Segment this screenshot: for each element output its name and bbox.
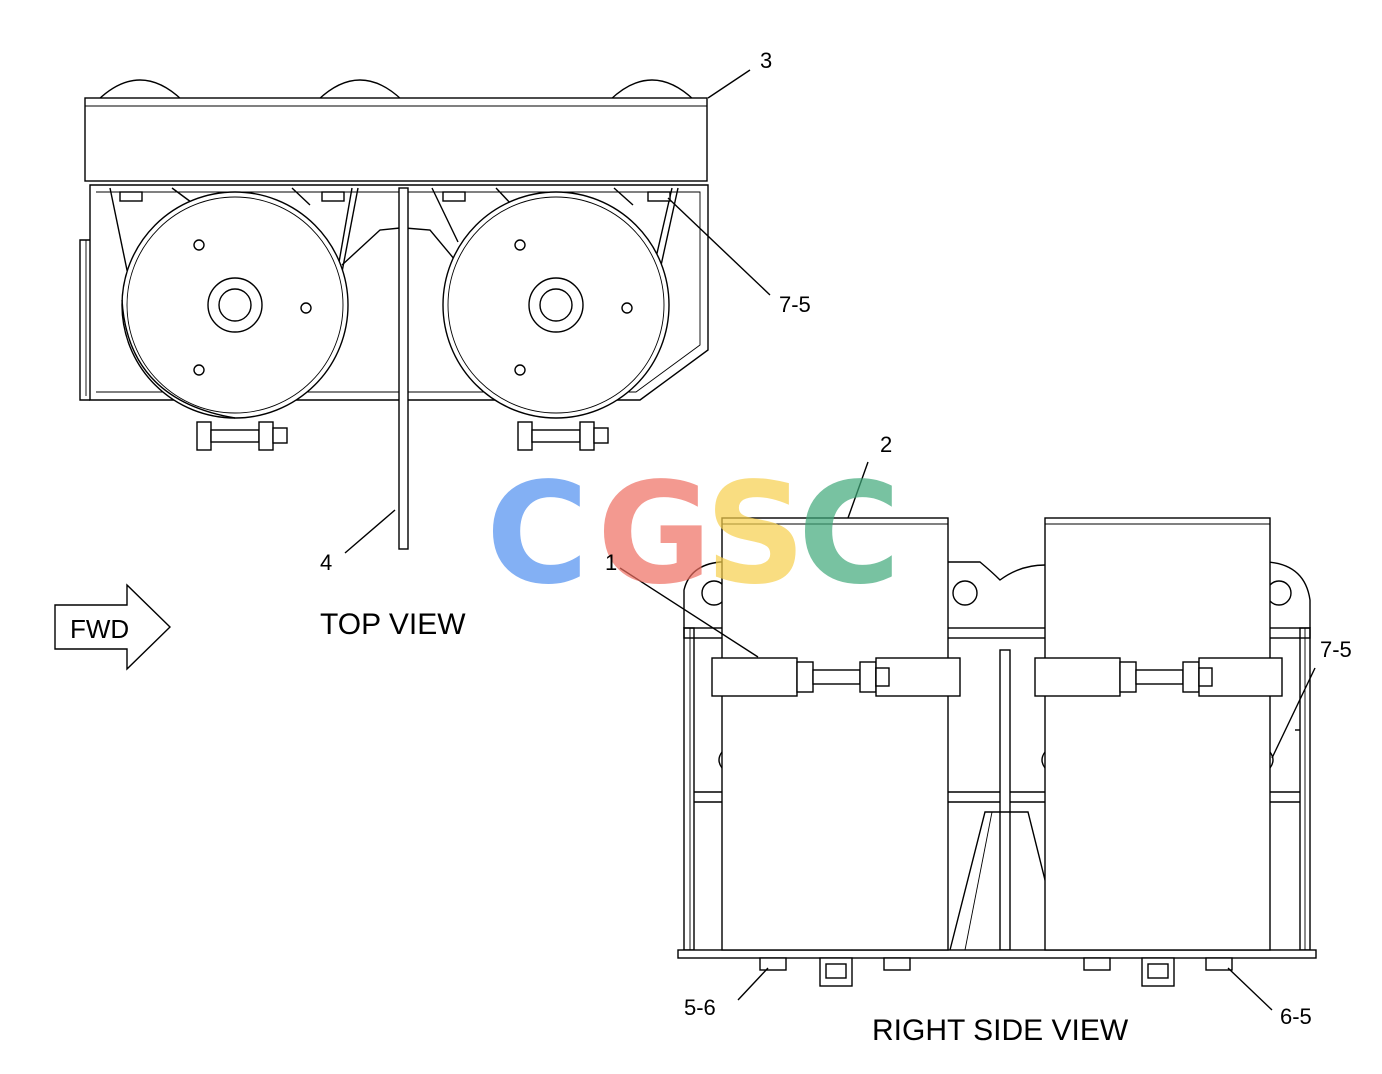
cgsc-watermark: C G S C <box>486 453 901 616</box>
callout-4: 4 <box>320 550 332 575</box>
part-4-plate <box>398 187 409 550</box>
callout-5-6: 5-6 <box>684 995 716 1020</box>
callout-1: 1 <box>605 550 617 575</box>
top-view-title: TOP VIEW <box>320 608 466 641</box>
callout-2: 2 <box>880 432 892 457</box>
callout-7-5-side: 7-5 <box>1320 637 1352 662</box>
right-side-view <box>619 461 1317 1011</box>
part-1-strap-left <box>711 657 961 697</box>
part-3-bar <box>84 97 708 182</box>
callout-6-5: 6-5 <box>1280 1004 1312 1029</box>
watermark-letter-2: G <box>597 453 712 616</box>
side-bottom-hardware <box>759 957 1233 987</box>
part-1-strap-right <box>1034 657 1283 697</box>
left-filter-top <box>121 191 349 419</box>
callout-7-5-top: 7-5 <box>779 292 811 317</box>
right-filter-top <box>442 191 670 419</box>
watermark-letter-4: C <box>798 453 901 616</box>
right-side-view-title: RIGHT SIDE VIEW <box>872 1014 1129 1047</box>
top-clamp-bolts <box>196 421 609 451</box>
part-2-filter-left <box>721 517 949 951</box>
part-2-filter-right <box>1044 517 1271 951</box>
fwd-label: FWD <box>70 614 129 644</box>
fwd-arrow: FWD <box>54 583 172 671</box>
top-view <box>79 69 771 554</box>
watermark-letter-3: S <box>705 453 806 616</box>
callout-3: 3 <box>760 48 772 73</box>
watermark-letter-1: C <box>486 453 589 616</box>
